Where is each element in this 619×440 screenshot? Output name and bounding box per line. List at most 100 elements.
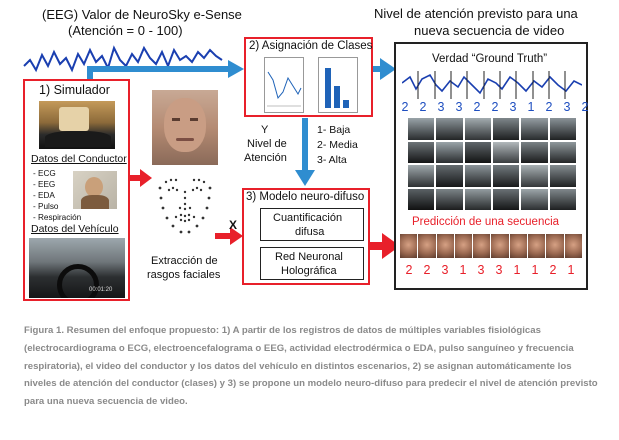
class-bar-thumbnail <box>318 57 358 113</box>
prediction-title-line2: nueva secuencia de video <box>414 23 565 38</box>
video-frame <box>464 165 491 187</box>
signal-pulse: - Pulso <box>33 202 59 211</box>
gt-digit: 2 <box>545 100 553 114</box>
gt-digit: 1 <box>527 100 535 114</box>
face-frame <box>436 234 454 258</box>
holographic-network-line2: Holográfica <box>281 265 337 277</box>
eeg-title: (EEG) Valor de NeuroSky e-Sense <box>42 7 242 22</box>
ground-truth-label: Verdad “Ground Truth” <box>432 53 548 65</box>
x-label: X <box>229 218 238 232</box>
eeg-range: (Atención = 0 - 100) <box>68 23 183 38</box>
gt-digit: 2 <box>473 100 481 114</box>
subject-photo <box>73 171 117 209</box>
prediction-title-line1: Nivel de atención previsto para una <box>374 6 578 21</box>
class-assignment-title: 2) Asignación de Clases <box>249 40 373 52</box>
model-to-prediction-arrowhead <box>382 233 400 259</box>
driver-photo <box>39 101 115 149</box>
video-frame <box>521 118 548 140</box>
face-frame <box>564 234 582 258</box>
face-frame <box>528 234 546 258</box>
class-assignment-panel: 2) Asignación de Clases <box>244 37 373 117</box>
attention-label-line1: Y <box>261 124 269 136</box>
model-title: 3) Modelo neuro-difuso <box>246 191 365 203</box>
pred-digit: 1 <box>567 263 575 277</box>
facial-to-model-arrowhead <box>230 227 243 245</box>
vehicle-photo: 00:01:20 <box>29 238 125 298</box>
level-medium: 2- Media <box>317 139 358 151</box>
video-frame <box>464 188 491 210</box>
model-panel: 3) Modelo neuro-difuso Cuantificación di… <box>242 188 370 285</box>
driver-data-label: Datos del Conductor <box>31 153 127 165</box>
class-to-model-arrowhead <box>295 170 315 186</box>
pred-digit: 3 <box>477 263 485 277</box>
attention-label-line2: Nivel de <box>247 138 287 150</box>
fuzzy-quantification-box: Cuantificación difusa <box>260 208 364 241</box>
pred-digit: 2 <box>423 263 431 277</box>
face-frame <box>400 234 418 258</box>
video-frame <box>436 118 463 140</box>
class-line-thumbnail <box>264 57 304 113</box>
holographic-network-line1: Red Neuronal <box>275 251 343 263</box>
pred-digit: 2 <box>549 263 557 277</box>
video-frame <box>493 188 520 210</box>
face-frame-strip <box>400 234 582 258</box>
signal-respiration: - Respiración <box>33 213 82 222</box>
gt-digit: 3 <box>437 100 445 114</box>
video-frame <box>493 141 520 163</box>
simulator-panel: 1) Simulador Datos del Conductor - ECG -… <box>23 79 130 301</box>
face-frame <box>509 234 528 258</box>
gt-digit: 2 <box>401 100 409 114</box>
video-frame <box>436 188 463 210</box>
video-frame <box>549 188 576 210</box>
video-frame-grid <box>408 118 576 210</box>
video-frame <box>493 118 520 140</box>
video-frame <box>408 188 435 210</box>
eeg-to-class-arrowhead <box>228 60 244 78</box>
video-frame <box>549 165 576 187</box>
signal-list: - ECG - EEG - EDA - Pulso - Respiración <box>33 168 81 223</box>
video-frame <box>521 141 548 163</box>
video-frame <box>436 165 463 187</box>
signal-eda: - EDA <box>33 191 55 200</box>
simulator-title: 1) Simulador <box>39 83 110 97</box>
video-frame <box>408 141 435 163</box>
attention-label-line3: Atención <box>244 152 287 164</box>
pred-digit: 3 <box>441 263 449 277</box>
class-to-prediction-arrowhead <box>380 58 396 80</box>
face-photo <box>152 90 218 165</box>
facial-label-line2: rasgos faciales <box>147 269 221 281</box>
pred-digit: 3 <box>495 263 503 277</box>
video-frame <box>464 141 491 163</box>
gt-digit: 3 <box>563 100 571 114</box>
connector-layer <box>23 45 400 259</box>
pred-digit: 1 <box>459 263 467 277</box>
face-frame <box>418 234 436 258</box>
vehicle-timestamp: 00:01:20 <box>89 287 113 293</box>
sequence-prediction-label: Predicción de una secuencia <box>412 216 560 228</box>
level-high: 3- Alta <box>317 154 347 166</box>
facial-landmarks <box>158 178 212 234</box>
vehicle-data-label: Datos del Vehículo <box>31 223 119 235</box>
eeg-signal-trace <box>23 45 223 73</box>
gt-digit: 2 <box>419 100 427 114</box>
gt-digit: 2 <box>581 100 589 114</box>
level-low: 1- Baja <box>317 124 351 136</box>
gt-digit: 3 <box>509 100 517 114</box>
video-frame <box>408 165 435 187</box>
video-frame <box>549 141 576 163</box>
gt-digit: 2 <box>491 100 499 114</box>
face-frame <box>454 234 473 258</box>
video-frame <box>408 118 435 140</box>
signal-eeg: - EEG <box>33 180 56 189</box>
video-frame <box>464 118 491 140</box>
video-frame <box>549 118 576 140</box>
figure-caption: Figura 1. Resumen del enfoque propuesto:… <box>24 325 598 408</box>
holographic-network-box: Red Neuronal Holográfica <box>260 247 364 280</box>
ground-truth-signal <box>402 71 582 99</box>
video-frame <box>436 141 463 163</box>
video-frame <box>521 165 548 187</box>
video-frame <box>521 188 548 210</box>
